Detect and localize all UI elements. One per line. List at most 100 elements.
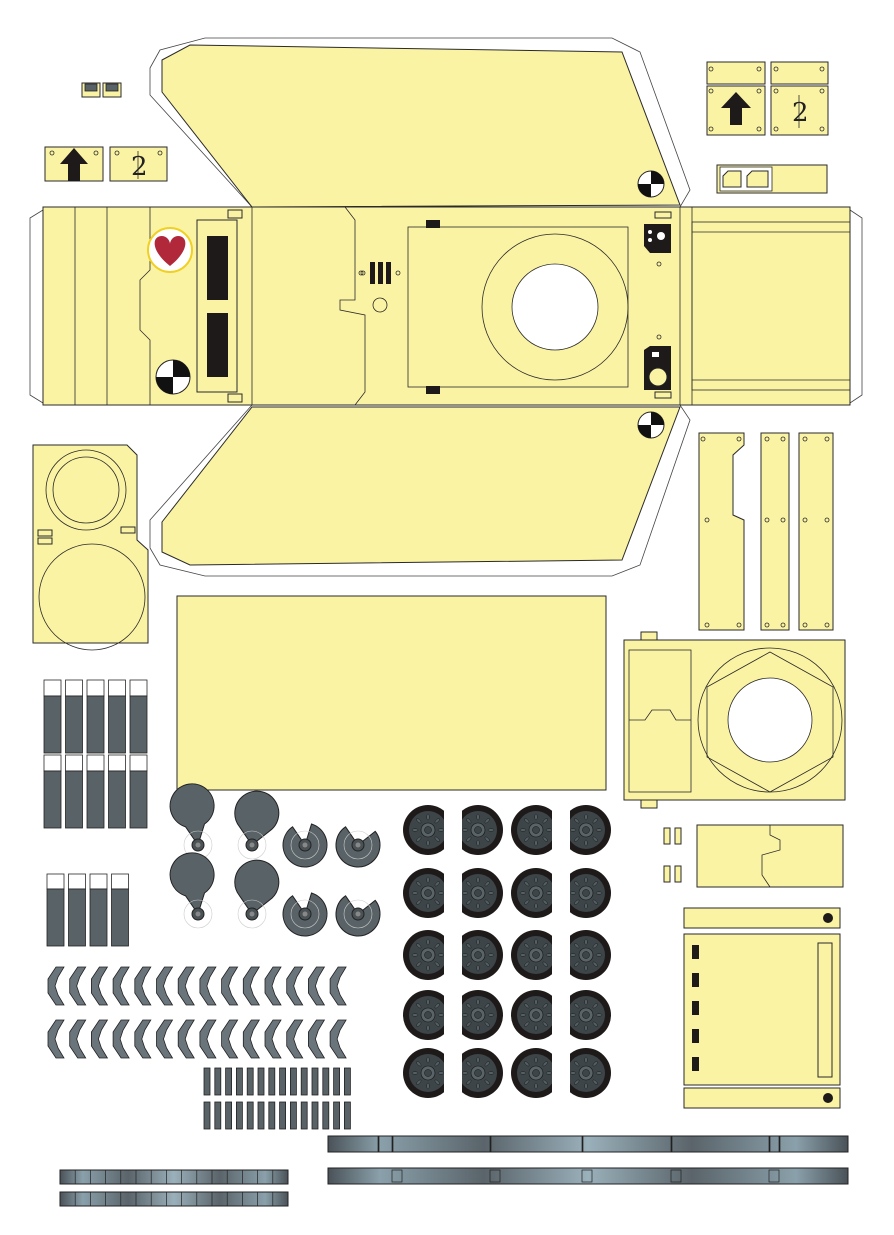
road-wheel-half — [570, 930, 611, 980]
strip-tab — [108, 679, 126, 697]
rivet-hole — [756, 88, 762, 94]
track-strip — [68, 888, 86, 947]
track-pin — [225, 1101, 233, 1130]
track-link — [134, 1019, 152, 1059]
track-link — [156, 1019, 174, 1059]
track-link — [47, 966, 65, 1006]
track-link — [47, 1019, 65, 1059]
segmented-track — [59, 1191, 289, 1207]
top-flap-panel — [161, 44, 681, 208]
road-wheel-half — [570, 990, 611, 1040]
sprocket-piece — [169, 852, 215, 929]
sprocket-piece — [234, 790, 280, 860]
rivet-hole — [708, 126, 714, 132]
strip-tab — [65, 679, 83, 697]
track-pin — [333, 1067, 341, 1096]
track-link — [242, 1019, 261, 1059]
strip-tab — [65, 754, 83, 772]
up-arrow-icon — [60, 148, 88, 181]
rivet-hole — [819, 66, 825, 72]
vent-grille — [360, 262, 401, 313]
track-link — [329, 966, 347, 1006]
front-slot — [692, 1057, 699, 1071]
front-slot — [692, 973, 699, 987]
body-right-glue — [849, 209, 863, 404]
left-hatch-slot — [207, 313, 228, 377]
track-link — [286, 1019, 304, 1059]
rivet-hole — [780, 436, 786, 442]
track-link — [264, 966, 282, 1006]
track-link — [91, 1019, 109, 1059]
track-link — [134, 966, 152, 1006]
heart-emblem-icon — [147, 227, 193, 273]
number-marker-plate: 2 — [109, 146, 168, 182]
rivet-hole — [736, 622, 742, 628]
track-pin — [322, 1101, 330, 1130]
strip-tab — [111, 873, 129, 890]
track-pin — [343, 1067, 351, 1096]
track-link — [221, 1019, 239, 1059]
track-pin — [235, 1101, 243, 1130]
track-link — [177, 1019, 195, 1059]
rivet-hole — [824, 517, 830, 523]
front-slot — [692, 1001, 699, 1015]
rivet-hole — [802, 436, 808, 442]
up-arrow-icon — [721, 92, 751, 125]
checker-target-icon — [637, 411, 665, 439]
road-wheel-half — [511, 868, 552, 918]
rivet-hole — [756, 66, 762, 72]
road-wheel-half — [462, 990, 503, 1040]
track-link — [199, 966, 217, 1006]
track-strip — [86, 695, 105, 754]
body-left-glue — [29, 209, 44, 404]
track-pin — [343, 1101, 351, 1130]
road-wheel-half — [511, 1048, 552, 1098]
strip-tab — [68, 873, 86, 890]
track-pin — [203, 1101, 211, 1130]
track-pin — [300, 1101, 308, 1130]
rivet-hole — [780, 517, 786, 523]
track-link — [329, 1019, 347, 1059]
track-link — [264, 1019, 282, 1059]
track-pin — [333, 1101, 341, 1130]
track-link — [199, 1019, 217, 1059]
track-pin — [246, 1101, 254, 1130]
strip-tab — [129, 679, 148, 697]
track-bar — [327, 1135, 849, 1153]
strip-tab — [86, 754, 105, 772]
rivet-hole — [736, 436, 742, 442]
track-pin — [225, 1067, 233, 1096]
sprocket-piece — [282, 892, 328, 937]
track-strip — [65, 770, 83, 829]
track-pin — [289, 1101, 297, 1130]
left-hatch-slot — [207, 236, 228, 300]
road-wheel-half — [511, 930, 552, 980]
track-link — [91, 966, 109, 1006]
track-link — [112, 966, 130, 1006]
track-link — [112, 1019, 130, 1059]
strip-tab — [43, 679, 62, 697]
rivet-hole — [802, 517, 808, 523]
track-strip — [129, 695, 148, 754]
rivet-hole — [708, 88, 714, 94]
road-wheel-half — [511, 990, 552, 1040]
strip-tab — [43, 754, 62, 772]
road-wheel-half — [570, 1048, 611, 1098]
track-link — [177, 966, 195, 1006]
rivet-hole — [824, 622, 830, 628]
track-link — [308, 1019, 326, 1059]
rivet-hole — [656, 261, 662, 267]
track-pin — [246, 1067, 254, 1096]
track-pin — [235, 1067, 243, 1096]
crossed-two-icon: 2 — [792, 98, 809, 128]
strip-tab — [129, 754, 148, 772]
front-slot — [692, 1029, 699, 1043]
track-strip — [46, 888, 65, 947]
rivet-hole — [358, 270, 364, 276]
front-slot — [692, 945, 699, 959]
rivet-hole — [773, 126, 779, 132]
rivet-hole — [764, 436, 770, 442]
track-strip — [65, 695, 83, 754]
track-pin — [268, 1067, 276, 1096]
